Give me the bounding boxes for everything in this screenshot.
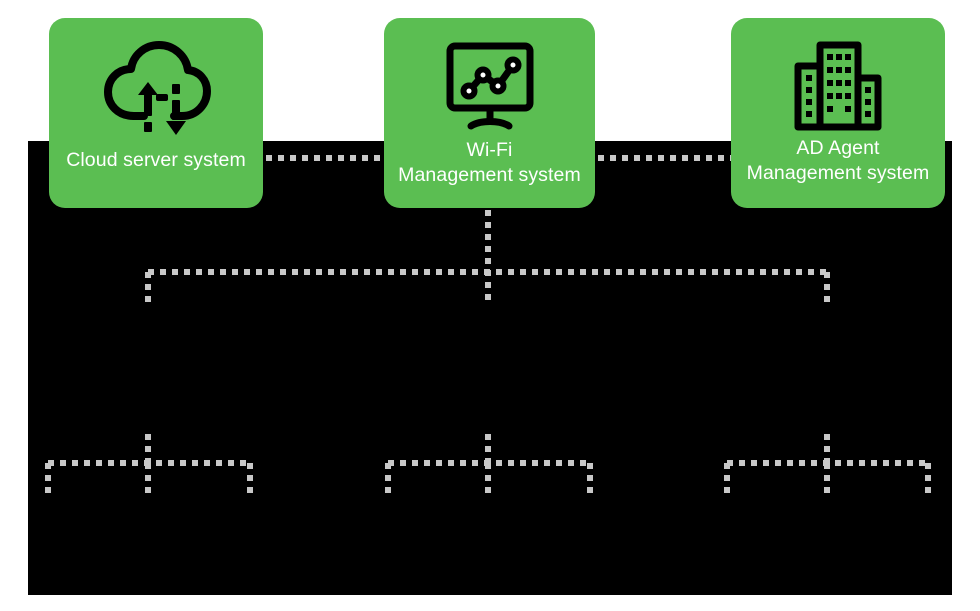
- card-wifi-management-system[interactable]: Wi-Fi Management system: [384, 18, 595, 208]
- branch-group-left: [45, 434, 253, 497]
- branch-group-center: [385, 434, 593, 497]
- diagram-backdrop: [28, 141, 952, 595]
- card-wifi-management-system-label: Wi-Fi Management system: [398, 139, 581, 186]
- card-ad-agent-management-system-label: AD Agent Management system: [746, 137, 930, 184]
- card-ad-agent-management-system[interactable]: AD Agent Management system: [731, 18, 945, 208]
- branch-group-right: [724, 434, 931, 497]
- cloud-upload-download-icon: [100, 40, 212, 138]
- card-cloud-server-system[interactable]: Cloud server system: [49, 18, 263, 208]
- monitor-line-chart-icon: [438, 40, 542, 134]
- card-cloud-server-system-label: Cloud server system: [66, 149, 246, 171]
- office-buildings-icon: [787, 40, 889, 132]
